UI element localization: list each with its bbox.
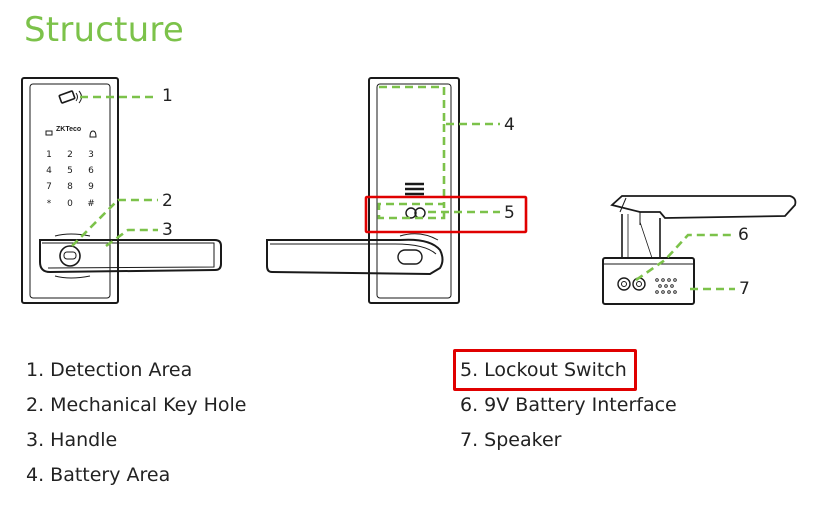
callout-5: 5: [504, 203, 515, 223]
battery-interface-icon: [617, 277, 646, 291]
key-4: 4: [46, 166, 52, 176]
callout-1: 1: [162, 86, 173, 106]
legend-item-9v-battery-interface: 6. 9V Battery Interface: [460, 394, 677, 416]
legend-item-mechanical-key-hole: 2. Mechanical Key Hole: [26, 394, 247, 416]
callout-2: 2: [162, 191, 173, 211]
callout-6: 6: [738, 225, 749, 245]
legend-highlight-box: [453, 349, 637, 391]
front-handle: [39, 239, 222, 274]
key-3: 3: [88, 150, 94, 160]
key-star: *: [47, 199, 52, 209]
back-view: [266, 77, 460, 304]
battery-indicator-icon: [45, 130, 53, 136]
legend-item-speaker: 7. Speaker: [460, 429, 562, 451]
legend-item-handle: 3. Handle: [26, 429, 118, 451]
lockout-switch-highlight: [364, 195, 528, 234]
key-8: 8: [67, 182, 73, 192]
legend-right: 5. Lockout Switch 6. 9V Battery Interfac…: [460, 353, 677, 458]
legend-item-detection-area: 1. Detection Area: [26, 359, 193, 381]
legend-item-battery-area: 4. Battery Area: [26, 464, 171, 486]
key-9: 9: [88, 182, 94, 192]
callout-7: 7: [739, 279, 750, 299]
card-sensor-icon: [58, 90, 82, 104]
callout-3: 3: [162, 220, 173, 240]
bell-icon: [89, 130, 97, 138]
key-7: 7: [46, 182, 52, 192]
legend-left: 1. Detection Area 2. Mechanical Key Hole…: [26, 353, 246, 493]
callout-lines: [71, 85, 735, 291]
front-view: ZKTeco 1 2 3 4 5 6 7 8 9 * 0 #: [21, 77, 222, 304]
key-2: 2: [67, 150, 73, 160]
key-hole: [59, 245, 81, 267]
page-title: Structure: [24, 10, 184, 50]
side-view: [602, 195, 797, 305]
key-0: 0: [67, 199, 73, 209]
key-hash: #: [87, 199, 95, 209]
lockout-switch-icon: [405, 207, 426, 219]
callout-4: 4: [504, 115, 515, 135]
brand-logo: ZKTeco: [56, 126, 81, 133]
keypad: 1 2 3 4 5 6 7 8 9 * 0 #: [46, 150, 95, 209]
callout-numbers: 1 2 3 4 5 6 7: [162, 86, 750, 299]
speaker-grille-icon: [655, 278, 677, 294]
back-handle: [266, 238, 444, 276]
legend-item-lockout-switch: 5. Lockout Switch: [460, 359, 627, 381]
key-1: 1: [46, 150, 52, 160]
key-5: 5: [67, 166, 73, 176]
key-6: 6: [88, 166, 94, 176]
